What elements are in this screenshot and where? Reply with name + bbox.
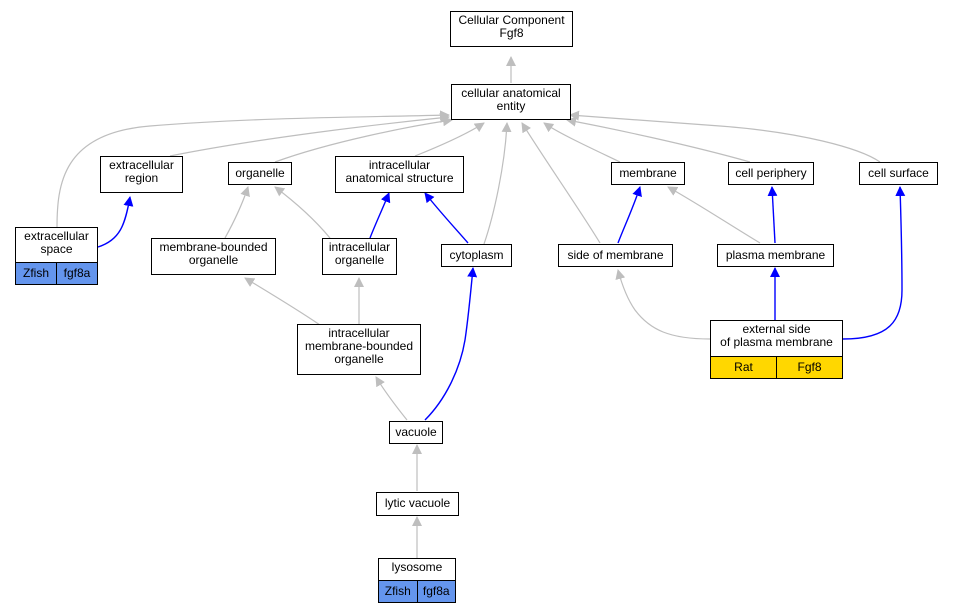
edge-plasma-membrane-part-of-cell-periphery — [767, 186, 778, 244]
node-plasma-membrane[interactable]: plasma membrane — [717, 244, 834, 267]
node-label: Cellular Component Fgf8 — [458, 13, 565, 40]
node-label: intracellular anatomical structure — [345, 158, 454, 185]
node-lysosome[interactable]: lysosome Zfish fgf8a — [378, 558, 456, 603]
annotation-row: Rat Fgf8 — [711, 356, 842, 378]
node-label: membrane-bounded organelle — [159, 240, 268, 267]
node-intracellular-organelle[interactable]: intracellular organelle — [322, 238, 397, 275]
gene-tag[interactable]: fgf8a — [56, 263, 97, 284]
edge-intracellular-organelle-part-of-ias — [369, 192, 391, 239]
node-intracellular-membrane-bounded-organelle[interactable]: intracellular membrane-bounded organelle — [297, 324, 421, 375]
node-label: cell periphery — [735, 166, 807, 180]
node-organelle[interactable]: organelle — [228, 162, 292, 185]
edge-organelle-to-cae — [274, 116, 453, 163]
node-membrane[interactable]: membrane — [611, 162, 685, 185]
edge-extracellular-space-to-cae — [56, 110, 450, 229]
node-external-side-of-plasma-membrane[interactable]: external side of plasma membrane Rat Fgf… — [710, 320, 843, 379]
node-cellular-component[interactable]: Cellular Component Fgf8 — [450, 11, 573, 47]
species-tag[interactable]: Zfish — [16, 263, 56, 284]
node-cytoplasm[interactable]: cytoplasm — [441, 244, 512, 267]
node-label: lytic vacuole — [384, 496, 451, 510]
species-tag[interactable]: Rat — [711, 357, 776, 378]
annotation-row: Zfish fgf8a — [16, 262, 97, 284]
edge-side-of-membrane-part-of-membrane — [617, 186, 642, 244]
node-intracellular-anatomical-structure[interactable]: intracellular anatomical structure — [335, 156, 464, 193]
edge-external-side-to-side-of-membrane — [615, 269, 711, 340]
node-extracellular-space[interactable]: extracellular space Zfish fgf8a — [15, 227, 98, 285]
node-label: cellular anatomical entity — [461, 86, 561, 113]
node-cellular-anatomical-entity[interactable]: cellular anatomical entity — [451, 84, 571, 120]
node-cell-surface[interactable]: cell surface — [859, 162, 938, 185]
edge-extracellular-region-to-cae — [169, 112, 450, 157]
node-label: extracellular space — [24, 229, 89, 256]
node-label: intracellular membrane-bounded organelle — [304, 326, 414, 366]
annotation-row: Zfish fgf8a — [379, 580, 455, 602]
gene-tag[interactable]: fgf8a — [416, 581, 455, 602]
node-cell-periphery[interactable]: cell periphery — [728, 162, 814, 185]
node-label: cytoplasm — [449, 248, 504, 262]
edge-vacuole-to-imbo — [375, 376, 408, 421]
node-label: cell surface — [868, 166, 929, 180]
node-label: extracellular region — [109, 158, 174, 185]
edge-plasma-membrane-to-membrane — [667, 186, 761, 244]
node-extracellular-region[interactable]: extracellular region — [100, 156, 183, 193]
edge-cell-periphery-to-cae — [566, 116, 751, 163]
node-label: intracellular organelle — [328, 240, 391, 267]
edge-intracellular-organelle-to-organelle — [274, 186, 331, 239]
species-tag[interactable]: Zfish — [379, 581, 417, 602]
node-label: membrane — [619, 166, 677, 180]
edge-extracellular-space-part-of-region — [97, 196, 134, 248]
node-lytic-vacuole[interactable]: lytic vacuole — [376, 492, 459, 516]
edge-imbo-to-membrane-bounded-organelle — [244, 277, 321, 326]
node-label: lysosome — [391, 560, 443, 574]
node-label: external side of plasma membrane — [720, 322, 833, 349]
node-label: vacuole — [395, 425, 437, 439]
edge-vacuole-part-of-cytoplasm — [424, 267, 478, 421]
edge-membrane-to-cae — [543, 122, 621, 163]
edge-cytoplasm-part-of-ias — [424, 192, 469, 244]
node-label: organelle — [235, 166, 285, 180]
edge-membrane-bounded-organelle-to-organelle — [224, 186, 250, 239]
gene-tag[interactable]: Fgf8 — [776, 357, 842, 378]
edge-cytoplasm-to-cae — [483, 122, 512, 245]
edge-intracellular-anatomical-structure-to-cae — [414, 122, 485, 157]
node-membrane-bounded-organelle[interactable]: membrane-bounded organelle — [151, 238, 276, 275]
node-label: plasma membrane — [725, 248, 826, 262]
node-label: side of membrane — [567, 248, 664, 262]
edge-external-side-part-of-cell-surface — [842, 186, 906, 340]
edge-cell-surface-to-cae — [569, 110, 881, 163]
node-side-of-membrane[interactable]: side of membrane — [558, 244, 673, 267]
node-vacuole[interactable]: vacuole — [389, 421, 443, 444]
edge-side-of-membrane-to-cae — [521, 122, 601, 244]
